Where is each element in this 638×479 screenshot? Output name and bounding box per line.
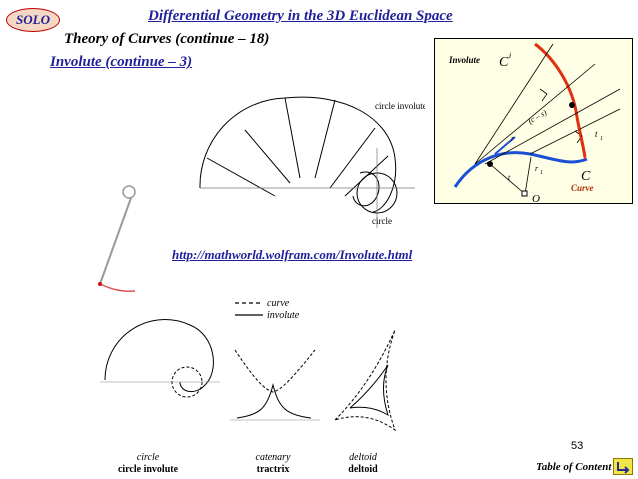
legend-curve-label: curve <box>267 298 290 309</box>
involute-examples-figure: curve involute circle circle involute ca… <box>100 298 397 475</box>
page-number: 53 <box>571 440 584 452</box>
legend-involute-label: involute <box>267 310 300 321</box>
involute-label: Involute <box>448 55 480 65</box>
circle-involute-label: circle involute <box>375 101 425 111</box>
t-label: t <box>508 173 511 182</box>
caption-tractrix: tractrix <box>257 464 290 475</box>
ci-superscript: i <box>509 51 511 60</box>
caption-circle-involute: circle involute <box>118 464 179 475</box>
caption-deltoid-involute: deltoid <box>348 464 378 475</box>
pendulum-sketch <box>98 185 136 292</box>
caption-catenary: catenary <box>256 452 292 463</box>
legend: curve involute <box>235 298 300 321</box>
r1-label: r <box>535 164 539 173</box>
o-label: O <box>532 193 540 202</box>
t1-subscript: 1 <box>600 136 603 142</box>
slide-title: Differential Geometry in the 3D Euclidea… <box>148 8 453 24</box>
curve-label: Curve <box>571 183 594 193</box>
ci-label: C <box>499 55 509 70</box>
c-minus-s-label: (c – s) <box>527 108 549 126</box>
slide-subtitle: Theory of Curves (continue – 18) <box>64 31 270 47</box>
r1-subscript: 1 <box>540 170 543 176</box>
c-label: C <box>581 169 591 184</box>
toc-return-button[interactable] <box>613 458 633 475</box>
circle-involute-example <box>100 319 220 398</box>
involute-construction-box: Involute C i (c – s) r r 1 t t 1 C Curve… <box>434 38 633 205</box>
circle-involute-figure: circle involute circle <box>199 96 425 228</box>
caption-deltoid: deltoid <box>349 452 378 463</box>
table-of-content-link[interactable]: Table of Content <box>536 461 612 473</box>
r-label: r <box>511 134 515 143</box>
t1-label: t <box>595 129 598 139</box>
section-heading: Involute (continue – 3) <box>50 54 193 70</box>
circle-label: circle <box>372 216 392 226</box>
tractrix-example <box>230 349 320 421</box>
solo-logo: SOLO <box>6 8 60 32</box>
return-arrow-icon <box>617 462 630 474</box>
deltoid-example <box>334 329 397 432</box>
involute-construction-diagram: Involute C i (c – s) r r 1 t t 1 C Curve… <box>448 42 621 205</box>
mathworld-link[interactable]: http://mathworld.wolfram.com/Involute.ht… <box>172 247 413 262</box>
caption-circle: circle <box>137 452 160 463</box>
